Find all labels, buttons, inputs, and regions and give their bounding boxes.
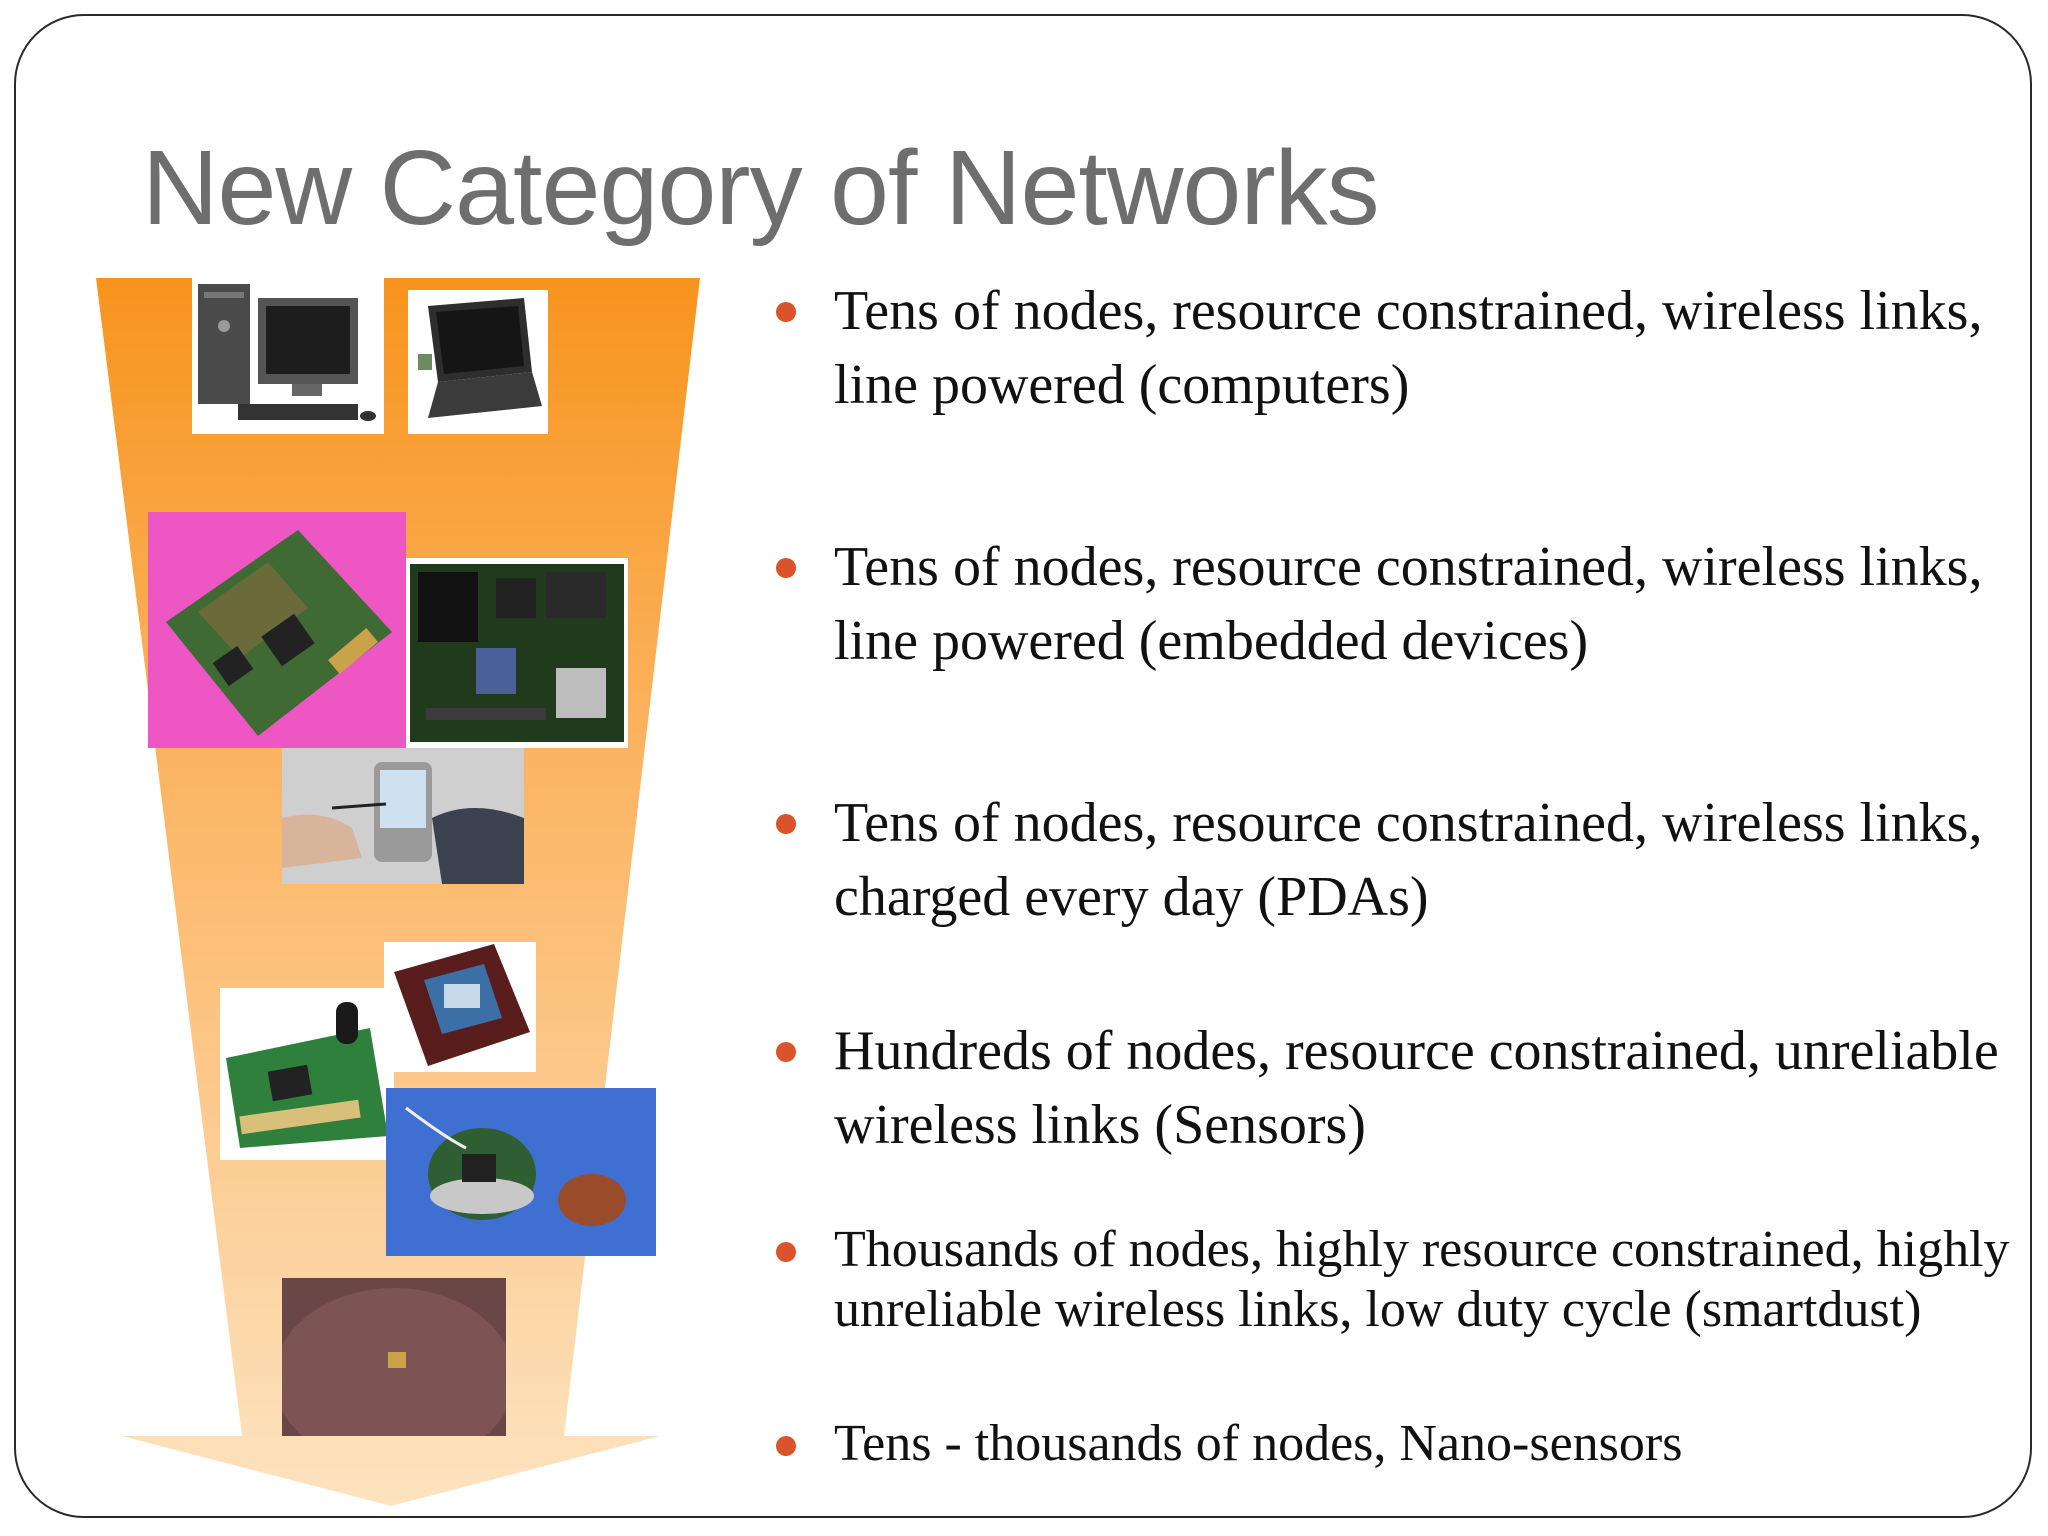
bullet-text: Tens of nodes, resource constrained, wir… (834, 792, 1983, 928)
bullet-dot-icon (776, 814, 796, 834)
bullet-dot-icon (776, 558, 796, 578)
pda-icon (282, 748, 524, 884)
sensor-board-icon (226, 1002, 388, 1148)
sensor-coin-icon (405, 1106, 626, 1226)
bullet-text: Tens - thousands of nodes, Nano-sensors (834, 1415, 1683, 1472)
sensor-board-image (220, 988, 394, 1160)
slide-title: New Category of Networks (142, 129, 1380, 247)
desktop-computer-image (192, 276, 384, 434)
embedded-board-icon (410, 564, 624, 742)
desktop-computer-icon (198, 284, 376, 421)
smartdust-icon (282, 1278, 506, 1436)
sensor-coin-image (386, 1088, 656, 1256)
slide-frame: New Category of Networks (14, 14, 2032, 1518)
bullet-text: Hundreds of nodes, resource constrained,… (834, 1020, 1999, 1156)
bullet-dot-icon (776, 1436, 796, 1456)
embedded-board-image (406, 558, 628, 748)
bullet-dot-icon (776, 1042, 796, 1062)
bullet-text: Tens of nodes, resource constrained, wir… (834, 280, 1983, 416)
bullet-text: Thousands of nodes, highly resource cons… (834, 1221, 2010, 1338)
bullet-text: Tens of nodes, resource constrained, wir… (834, 536, 1983, 672)
embedded-board-pink-icon (166, 530, 392, 736)
laptop-icon (418, 298, 542, 418)
sensor-node-icon (394, 944, 530, 1066)
laptop-image (408, 290, 548, 434)
sensor-node-image (384, 942, 536, 1072)
embedded-board-pink-image (148, 512, 406, 748)
pda-image (282, 748, 524, 884)
bullet-dot-icon (776, 302, 796, 322)
bullet-dot-icon (776, 1242, 796, 1262)
smartdust-image (282, 1278, 506, 1436)
